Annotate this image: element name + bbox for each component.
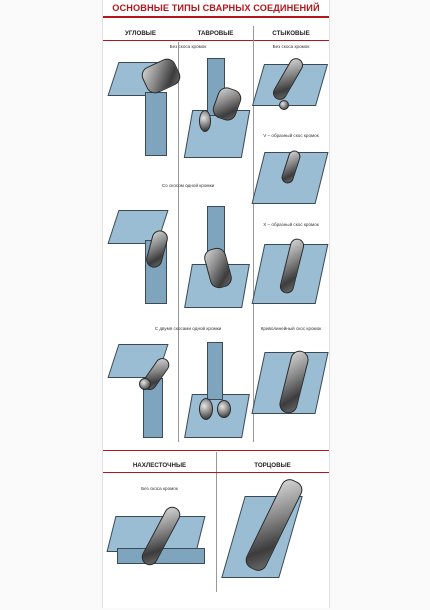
label-lap-no-bevel: Без скоса кромок [141, 486, 178, 491]
label-no-bevel: Без скоса кромок [169, 44, 207, 49]
label-butt-v: V – образный скос кромок [263, 133, 319, 138]
label-butt-no-bevel: Без скоса кромок [272, 44, 310, 49]
bottom-section-line [103, 450, 329, 451]
column-divider-2 [253, 26, 254, 442]
poster: ОСНОВНЫЕ ТИПЫ СВАРНЫХ СОЕДИНЕНИЙ УГЛОВЫЕ… [102, 0, 330, 608]
column-divider-1 [178, 42, 179, 442]
column-header-lap: НАХЛЕСТОЧНЫЕ [132, 462, 187, 469]
label-single-bevel: Со скосом одной кромки [161, 183, 215, 188]
bottom-divider [216, 452, 217, 592]
label-butt-x: X – образный скос кромок [263, 222, 319, 227]
bottom-header-underline [103, 472, 329, 473]
poster-title: ОСНОВНЫЕ ТИПЫ СВАРНЫХ СОЕДИНЕНИЙ [112, 3, 320, 13]
label-butt-curved: Криволинейный скос кромок [260, 326, 322, 331]
column-header-tee: ТАВРОВЫЕ [197, 30, 234, 37]
column-header-corner: УГЛОВЫЕ [124, 30, 156, 37]
title-underline [103, 16, 329, 18]
label-double-bevel: С двумя скосами одной кромки [154, 326, 222, 331]
header-underline [103, 40, 329, 41]
column-header-butt: СТЫКОВЫЕ [272, 30, 310, 37]
column-header-edge: ТОРЦОВЫЕ [254, 462, 291, 469]
